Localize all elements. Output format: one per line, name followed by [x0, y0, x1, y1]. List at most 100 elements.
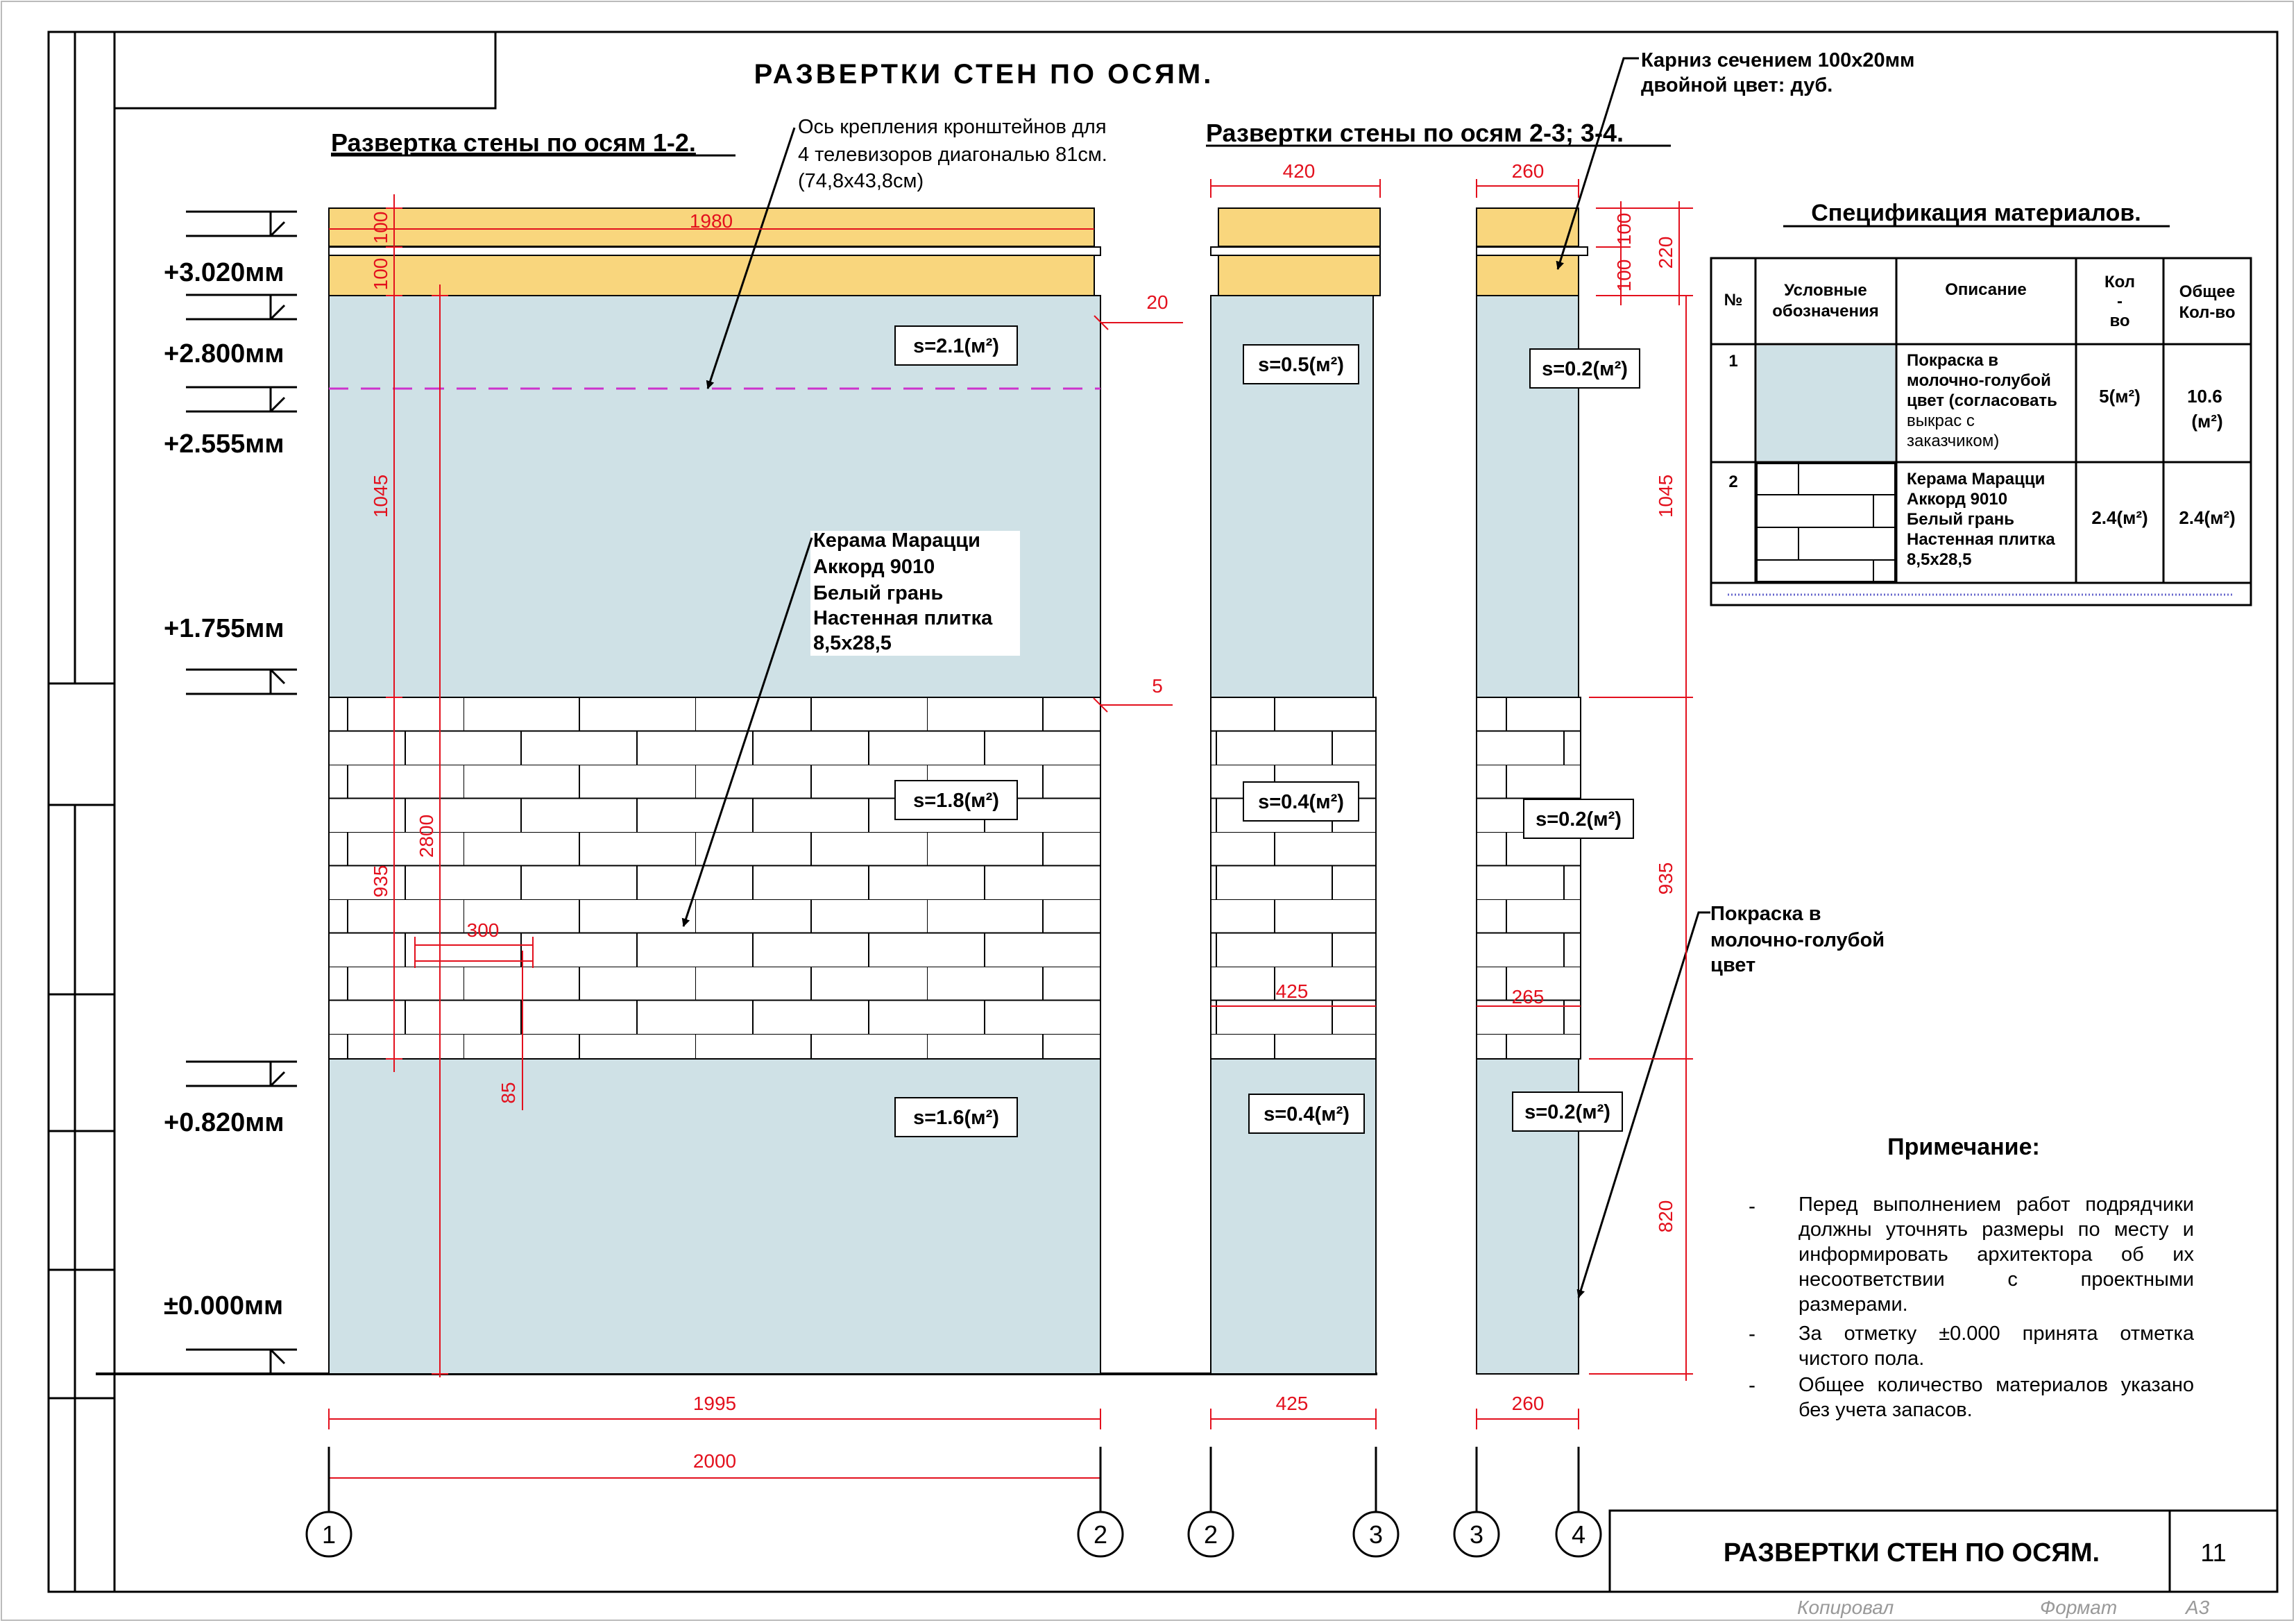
footer-copy: Копировал	[1797, 1597, 1894, 1618]
bracket-axis-line-1: Ось крепления кронштейнов для	[798, 116, 1107, 138]
axis-3-right: 3	[1470, 1520, 1483, 1549]
spec-row1-desc: Покраска в молочно-голубой цвет (согласо…	[1907, 351, 2062, 450]
spec-header-qty: Кол-во	[2104, 273, 2135, 330]
axis-3-left: 3	[1369, 1520, 1383, 1549]
svg-text:Керама Марацци Аккорд 90: Керама Марацци Аккорд 9010 Белый грань Н…	[813, 529, 998, 654]
area-w23-mid: s=0.4(м²)	[1258, 791, 1344, 813]
paint-callout-2: молочно-голубой	[1710, 929, 1885, 951]
axis-2-right: 2	[1204, 1520, 1218, 1549]
dim-1980: 1980	[690, 210, 733, 232]
spec-row2-num: 2	[1728, 473, 1737, 491]
axis-markers: 1 2 2 3 3 4	[305, 1447, 1602, 1558]
tile-callout-2: Аккорд 9010	[813, 556, 935, 578]
tile-callout-4: Настенная плитка	[813, 607, 993, 629]
dim-425-bottom: 425	[1276, 1393, 1309, 1414]
cornice-top	[328, 207, 1095, 247]
level-2800: +2.800мм	[164, 339, 284, 368]
dim-right-820: 820	[1655, 1200, 1676, 1233]
spec-row1-qty: 5(м²)	[2099, 386, 2141, 407]
dim-100-bottom: 100	[370, 258, 391, 291]
svg-text:-: -	[1749, 1374, 1755, 1397]
dim-300: 300	[467, 919, 500, 941]
area-w12-top: s=2.1(м²)	[913, 335, 999, 357]
svg-text:Ось крепления кронштейнов для: Ось крепления кронштейнов для 4 телевизо…	[798, 116, 1113, 192]
axis-2-left: 2	[1094, 1520, 1107, 1549]
level-3020: +3.020мм	[164, 258, 284, 287]
area-w34-mid: s=0.2(м²)	[1536, 808, 1622, 831]
area-w34-top: s=0.2(м²)	[1542, 358, 1628, 380]
dim-935: 935	[370, 865, 391, 898]
spec-row2-total: 2.4(м²)	[2179, 507, 2235, 528]
dim-420: 420	[1283, 160, 1316, 182]
cornice-bottom	[328, 255, 1095, 296]
sheet-number: 11	[2200, 1538, 2226, 1567]
spec-header-num: №	[1724, 291, 1743, 309]
axis-1: 1	[322, 1520, 336, 1549]
dim-260-bottom: 260	[1512, 1393, 1545, 1414]
dim-right-1045: 1045	[1655, 475, 1676, 518]
footer-size: А3	[2184, 1597, 2210, 1618]
notes-dashes: - - -	[1749, 1195, 1755, 1397]
spec-title: Спецификация материалов.	[1811, 200, 2141, 226]
area-w23-top: s=0.5(м²)	[1258, 354, 1344, 376]
dim-1045: 1045	[370, 475, 391, 518]
stamp-title: РАЗВЕРТКИ СТЕН ПО ОСЯМ.	[1724, 1538, 2100, 1567]
wall-3-4	[1476, 207, 1588, 1375]
bracket-axis-line-3: (74,8х43,8см)	[798, 170, 924, 192]
svg-text:-: -	[1749, 1195, 1755, 1218]
svg-text:-: -	[1749, 1323, 1755, 1345]
level-markers: +3.020мм +2.800мм +2.555мм +1.755мм +0.8…	[164, 210, 297, 1374]
dimensions-walls-2-4: 420 425 425 260 265 260 100 100 220 1045…	[1210, 160, 1693, 1429]
level-2555: +2.555мм	[164, 430, 284, 459]
spec-row1-total: 10.6 (м²)	[2187, 386, 2227, 432]
area-labels: s=2.1(м²) s=1.8(м²) s=1.6(м²) s=0.5(м²) …	[894, 325, 1640, 1137]
dim-right-935: 935	[1655, 863, 1676, 895]
sheet-title: РАЗВЕРТКИ СТЕН ПО ОСЯМ.	[754, 59, 1214, 90]
dim-260-top: 260	[1512, 160, 1545, 182]
tile-callout-1: Керама Марацци	[813, 529, 980, 552]
dimensions-wall-1-2: 1980 100 100 1045 935 2800 20 5 300 85 1…	[328, 194, 1183, 1479]
tile-callout-3: Белый грань	[813, 582, 943, 604]
dim-2800: 2800	[416, 815, 437, 858]
level-1755: +1.755мм	[164, 614, 284, 643]
svg-text:Покраска в молочно-голуб: Покраска в молочно-голубой цвет	[1710, 903, 1890, 976]
tile-callout-5: 8,5х28,5	[813, 632, 892, 654]
cornice-callout-2: двойной цвет: дуб.	[1641, 74, 1832, 96]
dim-265: 265	[1512, 986, 1545, 1008]
area-w12-mid: s=1.8(м²)	[913, 790, 999, 812]
dim-425-mid: 425	[1276, 980, 1309, 1002]
dim-right-100-top: 100	[1613, 213, 1635, 246]
dim-5: 5	[1152, 675, 1163, 697]
spec-row1-num: 1	[1728, 352, 1737, 371]
svg-text:Карниз сечением 100х20мм: Карниз сечением 100х20мм двойной цвет: д…	[1641, 49, 1921, 96]
dim-right-220: 220	[1655, 237, 1676, 269]
bracket-axis-line-2: 4 телевизоров диагональю 81см.	[798, 144, 1107, 166]
axis-4: 4	[1572, 1520, 1585, 1549]
spec-row2-swatch	[1756, 463, 1896, 582]
spec-header-desc: Описание	[1945, 280, 2027, 299]
level-0000: ±0.000мм	[164, 1291, 283, 1320]
cornice-callout-1: Карниз сечением 100х20мм	[1641, 49, 1915, 71]
spec-row1-swatch	[1757, 346, 1895, 461]
tile-zone	[328, 697, 1101, 1060]
dim-1995: 1995	[693, 1393, 736, 1414]
dim-20: 20	[1146, 291, 1168, 313]
note-2: За отметку ±0.000 принята отметка чистог…	[1798, 1323, 2194, 1370]
title-block	[1608, 1509, 2279, 1593]
area-w34-bot: s=0.2(м²)	[1524, 1101, 1610, 1123]
dim-right-100-bottom: 100	[1613, 260, 1635, 292]
dim-100-top: 100	[370, 212, 391, 244]
dim-2000: 2000	[693, 1450, 736, 1472]
area-w12-bot: s=1.6(м²)	[913, 1107, 999, 1129]
dim-85: 85	[498, 1082, 519, 1103]
footer-format: Формат	[2040, 1597, 2117, 1618]
notes-title: Примечание:	[1887, 1134, 2040, 1160]
paint-callout-1: Покраска в	[1710, 903, 1821, 925]
area-w23-bot: s=0.4(м²)	[1264, 1103, 1350, 1125]
paint-callout-3: цвет	[1710, 954, 1755, 976]
